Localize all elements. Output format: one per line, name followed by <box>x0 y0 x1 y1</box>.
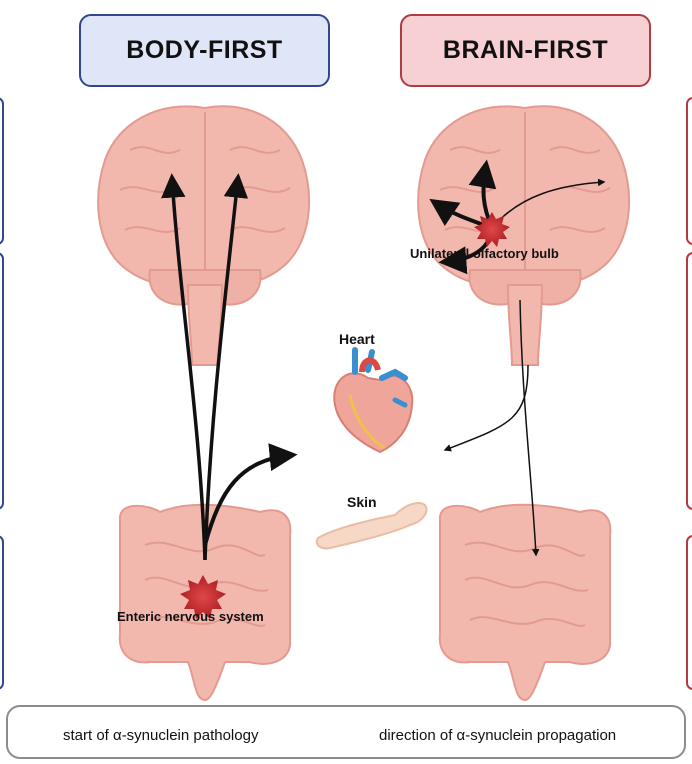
olfactory-label: Unilateral olfactory bulb <box>410 246 559 261</box>
skin-icon <box>315 502 428 550</box>
right-rail-1 <box>686 97 692 245</box>
body-first-title: BODY-FIRST <box>79 14 330 87</box>
right-rail-2 <box>686 252 692 510</box>
enteric-label: Enteric nervous system <box>117 609 264 624</box>
brain-first-title: BRAIN-FIRST <box>400 14 651 87</box>
olfactory-lesion-icon <box>474 212 510 247</box>
legend <box>6 705 686 759</box>
brain-left-icon <box>97 105 311 366</box>
legend-direction-label: direction of α-synuclein propagation <box>379 727 617 744</box>
heart-icon <box>333 347 414 454</box>
skin-label: Skin <box>347 494 377 510</box>
right-rail-3 <box>686 535 692 690</box>
enteric-lesion-icon <box>180 575 226 619</box>
brain-right-icon <box>417 105 631 366</box>
body-first-arrows <box>161 173 298 561</box>
heart-label: Heart <box>339 331 375 347</box>
legend-start-label: start of α-synuclein pathology <box>63 727 259 744</box>
intestine-right-icon <box>438 503 612 702</box>
